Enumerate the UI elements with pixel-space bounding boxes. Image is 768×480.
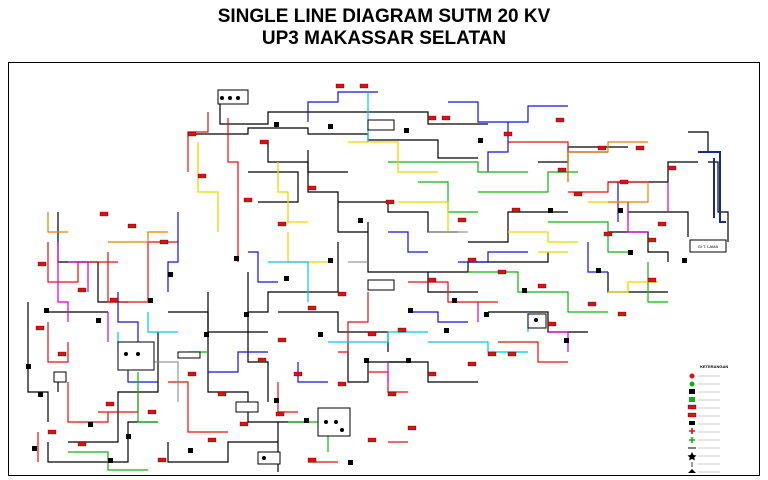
legend-symbol-13: [688, 469, 696, 473]
legend-symbol-4: [689, 397, 695, 402]
legend-symbol-6: [687, 412, 697, 418]
legend-symbol-8: [689, 428, 695, 434]
legend-symbol-9: [689, 437, 695, 443]
substation-top: [217, 89, 249, 105]
substation-bottom-small: [257, 451, 281, 465]
gi-label: GI T. LAMA: [698, 244, 719, 249]
diagram-title: SINGLE LINE DIAGRAM SUTM 20 KV: [217, 6, 551, 27]
black-switch-markers: [26, 122, 687, 465]
substation-boxes: [53, 89, 727, 465]
legend-symbol-1: [689, 373, 695, 379]
magenta-feeders: [57, 182, 669, 382]
single-line-diagram: GI T. LAMA: [8, 62, 760, 476]
legend-title: KETERANGAN: [700, 364, 728, 369]
diagram-frame: [8, 62, 760, 476]
legend-symbol-2: [689, 381, 695, 387]
diagram-subtitle: UP3 MAKASSAR SELATAN: [261, 28, 507, 49]
legend-symbol-3: [689, 389, 695, 394]
legend-symbol-11: [687, 452, 697, 461]
orange-feeders: [47, 141, 649, 243]
legend-symbol-7: [689, 421, 695, 425]
substation-mid2: [177, 351, 201, 359]
red-switch-markers: [35, 83, 677, 463]
substation-mid: [367, 279, 395, 291]
substation-left-small: [53, 371, 67, 383]
cyan-feeders: [117, 92, 529, 353]
substation-left: [117, 341, 155, 371]
legend-symbol-5: [687, 404, 697, 410]
substation-block-top: [367, 119, 395, 131]
transformer-dots: [124, 96, 538, 460]
substation-center: [235, 401, 259, 413]
gi-tlama-box: [689, 239, 727, 253]
gray-feeders: [148, 231, 468, 402]
legend: KETERANGAN: [687, 364, 728, 473]
right-bus: [698, 151, 726, 223]
